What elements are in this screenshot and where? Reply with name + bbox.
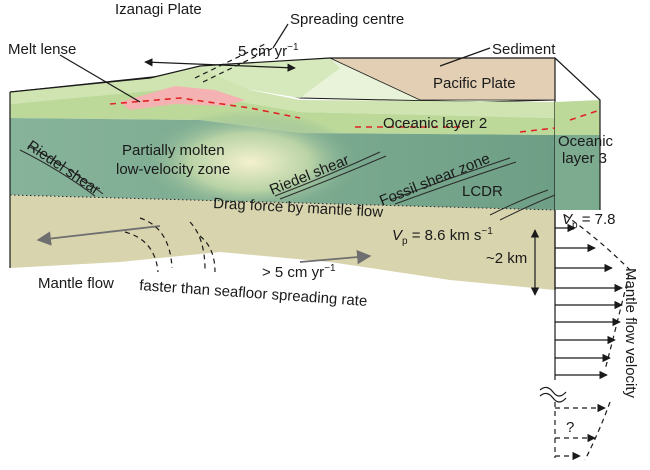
- oceanic-layer-3-label-b: layer 3: [562, 150, 607, 167]
- partially-molten-label-b: low-velocity zone: [116, 161, 230, 178]
- spreading-rate-arrow: [144, 58, 296, 72]
- break-mark-icon: [539, 386, 567, 403]
- mantle-flow-velocity-label: Mantle flow velocity: [622, 268, 639, 399]
- spreading-centre-label: Spreading centre: [290, 11, 404, 28]
- riedel-shear-mid-lines: [274, 151, 387, 200]
- riedel-shear-left-lines: [19, 145, 104, 197]
- layer3-base-dotted: [9, 194, 556, 211]
- vp-right-label: Vp = 7.8: [562, 211, 616, 231]
- rate-gt5-label: > 5 cm yr−1: [262, 263, 336, 281]
- upper-crust-band: [10, 68, 555, 118]
- fossil-shear-lines: [389, 157, 517, 205]
- lower-velocity-curve: [584, 401, 611, 461]
- lcdr-shear-lines: [489, 189, 556, 221]
- low-velocity-zone-glow: [140, 110, 360, 214]
- melt-lense: [120, 86, 245, 110]
- partially-molten-label-a: Partially molten: [122, 142, 225, 159]
- melt-lense-leader: [59, 54, 141, 103]
- sediment-label: Sediment: [492, 41, 556, 58]
- right-side-layer3: [555, 135, 600, 210]
- velocity-arrow-icon: [555, 223, 623, 380]
- oceanic-layer-2-label: Oceanic layer 2: [383, 115, 487, 132]
- spreading-rate-label: 5 cm yr−1: [238, 42, 299, 60]
- right-side-layer2: [555, 100, 600, 135]
- spreading-centre-leader: [272, 23, 289, 49]
- velocity-profile-curve: [564, 214, 631, 371]
- vp-label: Vp = 8.6 km s−1: [392, 226, 493, 247]
- oceanic-layer-3-label-a: Oceanic: [558, 133, 614, 150]
- sediment-leader: [439, 47, 491, 67]
- mantle-front-face: [10, 195, 555, 290]
- upwelling-curves: [124, 217, 216, 273]
- lcdr-label: LCDR: [462, 183, 503, 200]
- mantle-flow-left-arrow: [36, 225, 161, 246]
- right-side-edge: [554, 57, 601, 210]
- depth-2km-label: ~2 km: [486, 250, 527, 267]
- mantle-flow-right-arrow: [299, 249, 372, 265]
- izanagi-plate-label: Izanagi Plate: [115, 1, 202, 18]
- mantle-flow-label: Mantle flow: [38, 275, 114, 292]
- melt-lense-label: Melt lense: [8, 41, 76, 58]
- pacific-plate-label: Pacific Plate: [433, 75, 516, 92]
- question-mark-label: ?: [566, 419, 574, 436]
- faster-than-label: faster than seafloor spreading rate: [139, 277, 368, 310]
